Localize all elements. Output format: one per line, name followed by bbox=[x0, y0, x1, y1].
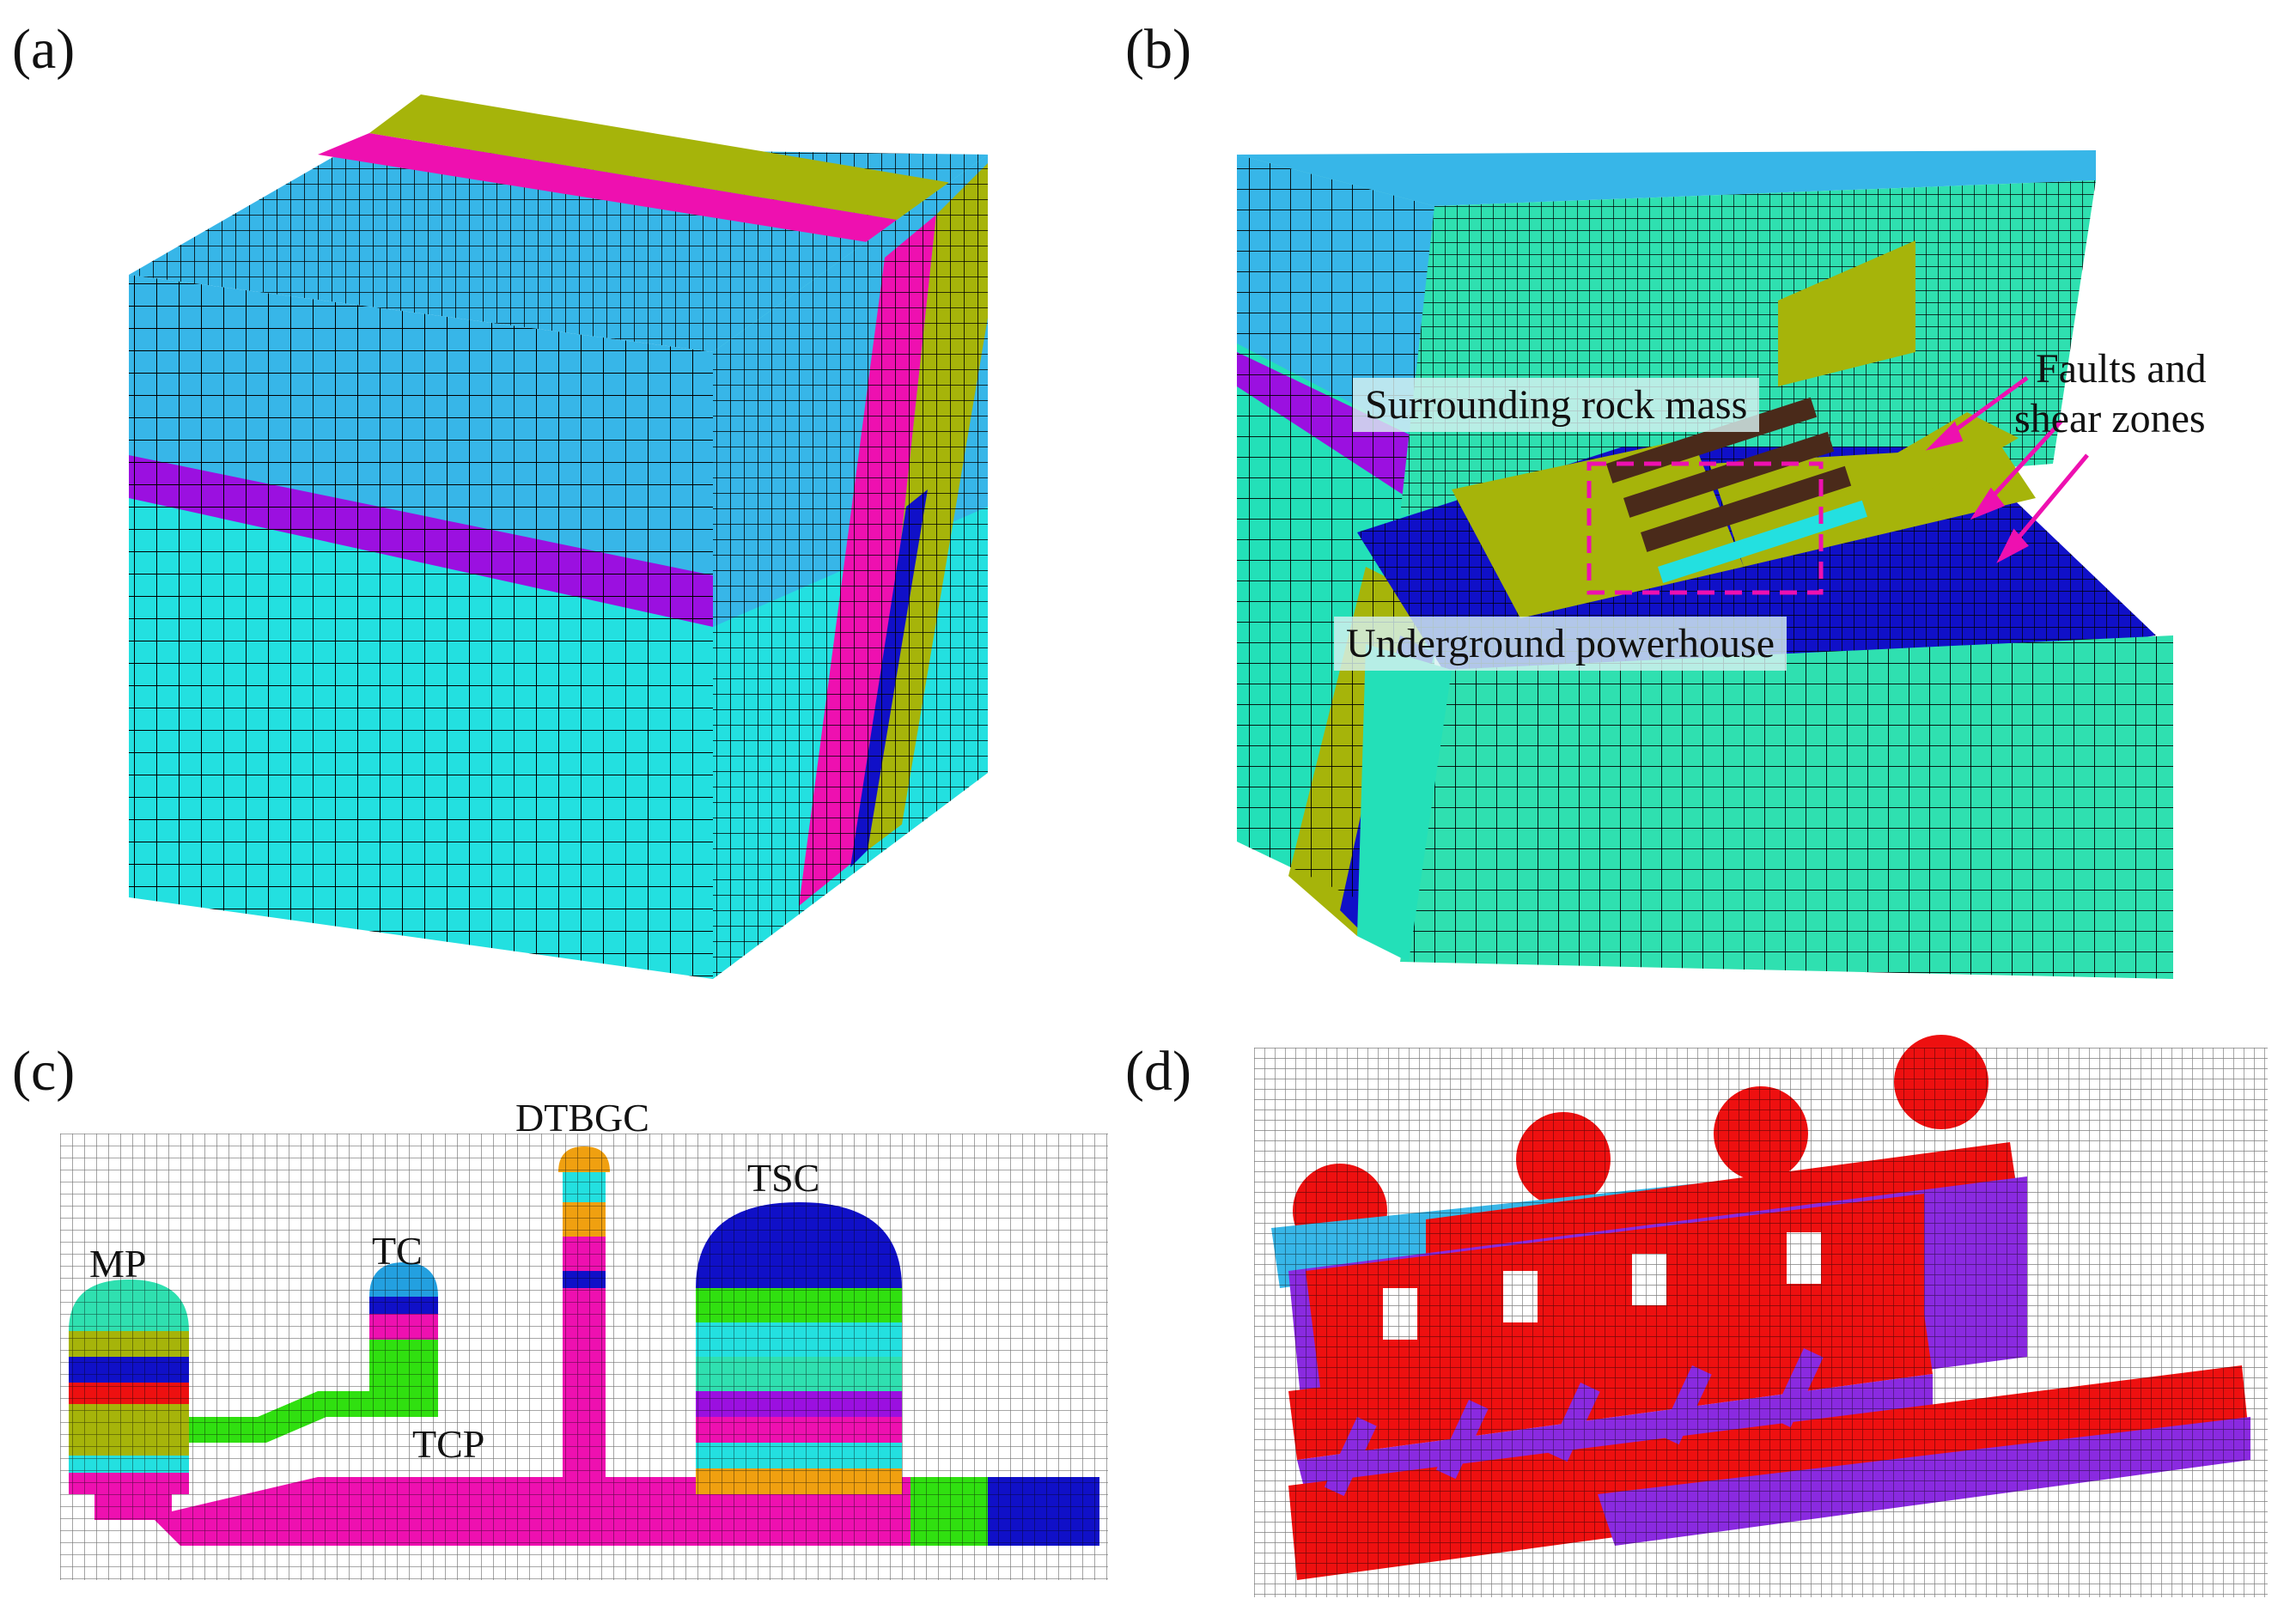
panel-d-cavern-group bbox=[1254, 1035, 2268, 1597]
panel-c-cross-section bbox=[60, 1134, 1108, 1580]
panel-b-excavated-model bbox=[1237, 150, 2173, 979]
cube-right-face bbox=[713, 155, 988, 979]
annotation-tcp: TCP bbox=[412, 1422, 485, 1466]
annotation-dtbgc: DTBGC bbox=[515, 1096, 649, 1140]
annotation-tc: TC bbox=[372, 1229, 423, 1273]
annotation-faults-line1: Faults and bbox=[2036, 346, 2207, 392]
panel-label-a: (a) bbox=[12, 18, 76, 81]
fault-arrows bbox=[1925, 375, 2089, 563]
annotation-powerhouse: Underground powerhouse bbox=[1334, 617, 1787, 671]
annotation-mp: MP bbox=[89, 1242, 147, 1286]
panel-label-b: (b) bbox=[1125, 18, 1191, 81]
powerhouse-outline bbox=[1586, 461, 1824, 595]
panel-a-mesh-cube bbox=[129, 94, 988, 979]
cube-top-face bbox=[129, 94, 988, 352]
annotation-rock-mass: Surrounding rock mass bbox=[1353, 378, 1760, 432]
annotation-tsc: TSC bbox=[747, 1156, 820, 1200]
cube-front-face bbox=[129, 275, 713, 979]
annotation-faults-line2: shear zones bbox=[2014, 396, 2206, 441]
panel-label-c: (c) bbox=[12, 1040, 76, 1103]
panel-label-d: (d) bbox=[1125, 1040, 1191, 1103]
